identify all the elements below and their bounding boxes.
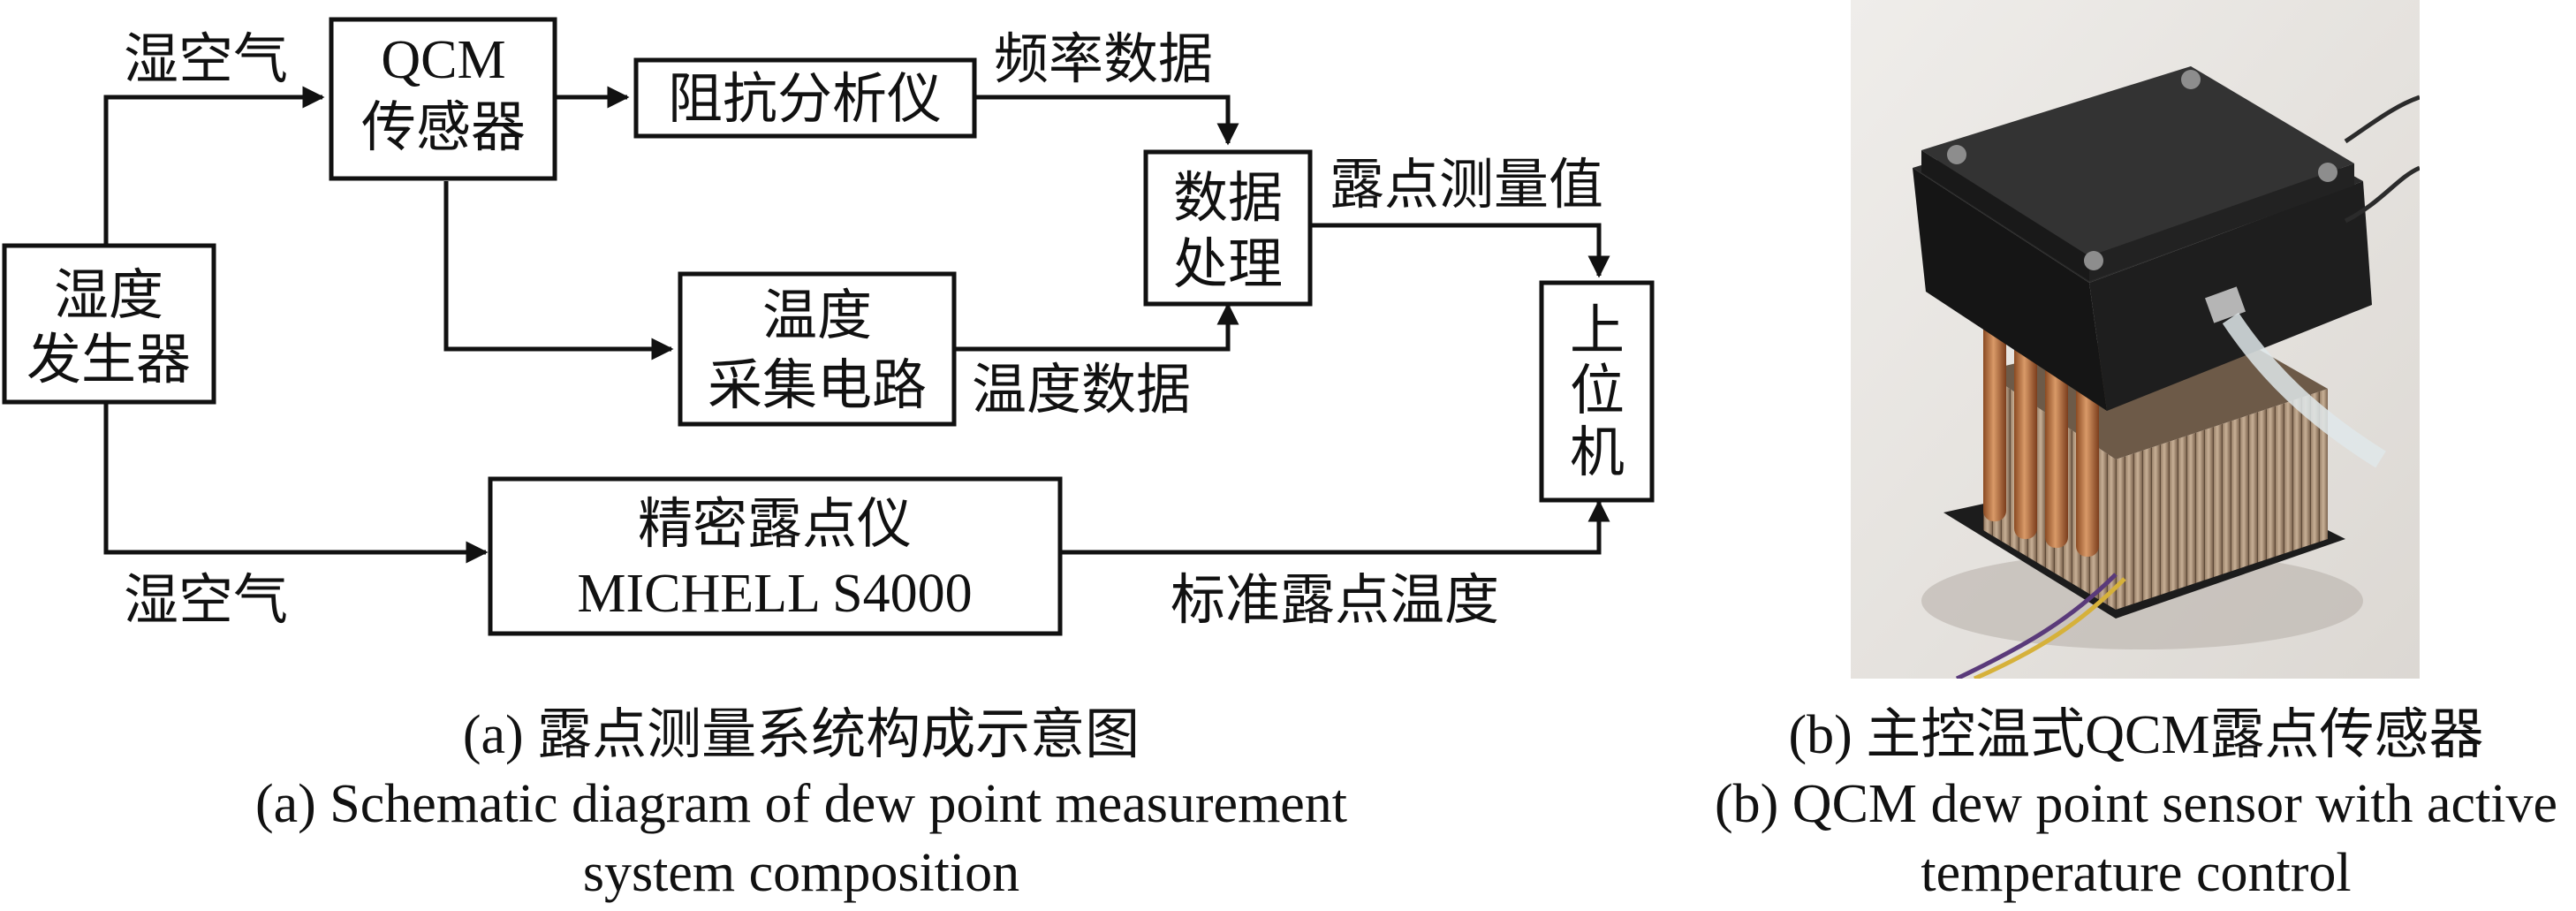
- block-data-processing: 数据 处理: [1143, 149, 1313, 307]
- humidity-generator-line2: 发生器: [27, 330, 191, 391]
- caption-b-en-line1: (b) QCM dew point sensor with active: [1715, 774, 2557, 834]
- block-impedance-analyzer: 阻抗分析仪: [633, 57, 977, 139]
- host-pc-line1: 上: [1570, 301, 1625, 361]
- arrow-wet-air-to-qcm: [103, 86, 325, 246]
- label-standard-dew-temp: 标准露点温度: [1171, 571, 1499, 631]
- data-processing-line1: 数据: [1173, 169, 1283, 229]
- label-wet-air-top: 湿空气: [124, 30, 288, 90]
- caption-a-en-line2: system composition: [583, 843, 1019, 903]
- dew-point-meter-line2: MICHELL S4000: [577, 564, 972, 624]
- caption-b-en-line2: temperature control: [1921, 843, 2351, 903]
- temp-circuit-line1: 温度: [762, 286, 872, 346]
- label-dew-point-value: 露点测量值: [1330, 156, 1603, 216]
- block-temperature-circuit: 温度 采集电路: [678, 271, 957, 427]
- arrow-wet-air-to-meter: [103, 402, 489, 564]
- label-wet-air-bottom: 湿空气: [124, 571, 288, 631]
- arrow-qcm-to-temp-circuit: [443, 181, 674, 361]
- host-pc-line2: 位: [1570, 361, 1625, 421]
- block-host-pc: 上 位 机: [1539, 280, 1655, 503]
- block-humidity-generator: 湿度 发生器: [2, 243, 216, 405]
- data-processing-line2: 处理: [1173, 235, 1283, 295]
- label-frequency-data: 频率数据: [994, 30, 1213, 90]
- sensor-photo: [1851, 0, 2420, 679]
- arrow-frequency-data: [976, 95, 1239, 146]
- qcm-sensor-line1: QCM: [381, 30, 505, 90]
- caption-a-cn: (a) 露点测量系统构成示意图: [463, 705, 1140, 765]
- caption-b-cn: (b) 主控温式QCM露点传感器: [1788, 705, 2483, 765]
- arrow-dew-point-value: [1312, 223, 1610, 278]
- sensor-illustration: [1851, 0, 2420, 679]
- arrow-temperature-data: [954, 302, 1239, 352]
- qcm-sensor-line2: 传感器: [361, 98, 526, 158]
- host-pc-line3: 机: [1570, 423, 1625, 483]
- temp-circuit-line2: 采集电路: [708, 356, 927, 416]
- caption-a-en-line1: (a) Schematic diagram of dew point measu…: [255, 774, 1347, 834]
- dew-point-meter-line1: 精密露点仪: [638, 495, 912, 555]
- connection-lines: [103, 86, 1610, 564]
- block-dew-point-meter: 精密露点仪 MICHELL S4000: [488, 476, 1063, 636]
- block-qcm-sensor: QCM 传感器: [329, 17, 557, 181]
- humidity-generator-line1: 湿度: [54, 266, 163, 326]
- arrow-standard-dew-temp: [1060, 499, 1610, 555]
- impedance-analyzer-label: 阻抗分析仪: [668, 70, 942, 130]
- label-temperature-data: 温度数据: [972, 361, 1191, 421]
